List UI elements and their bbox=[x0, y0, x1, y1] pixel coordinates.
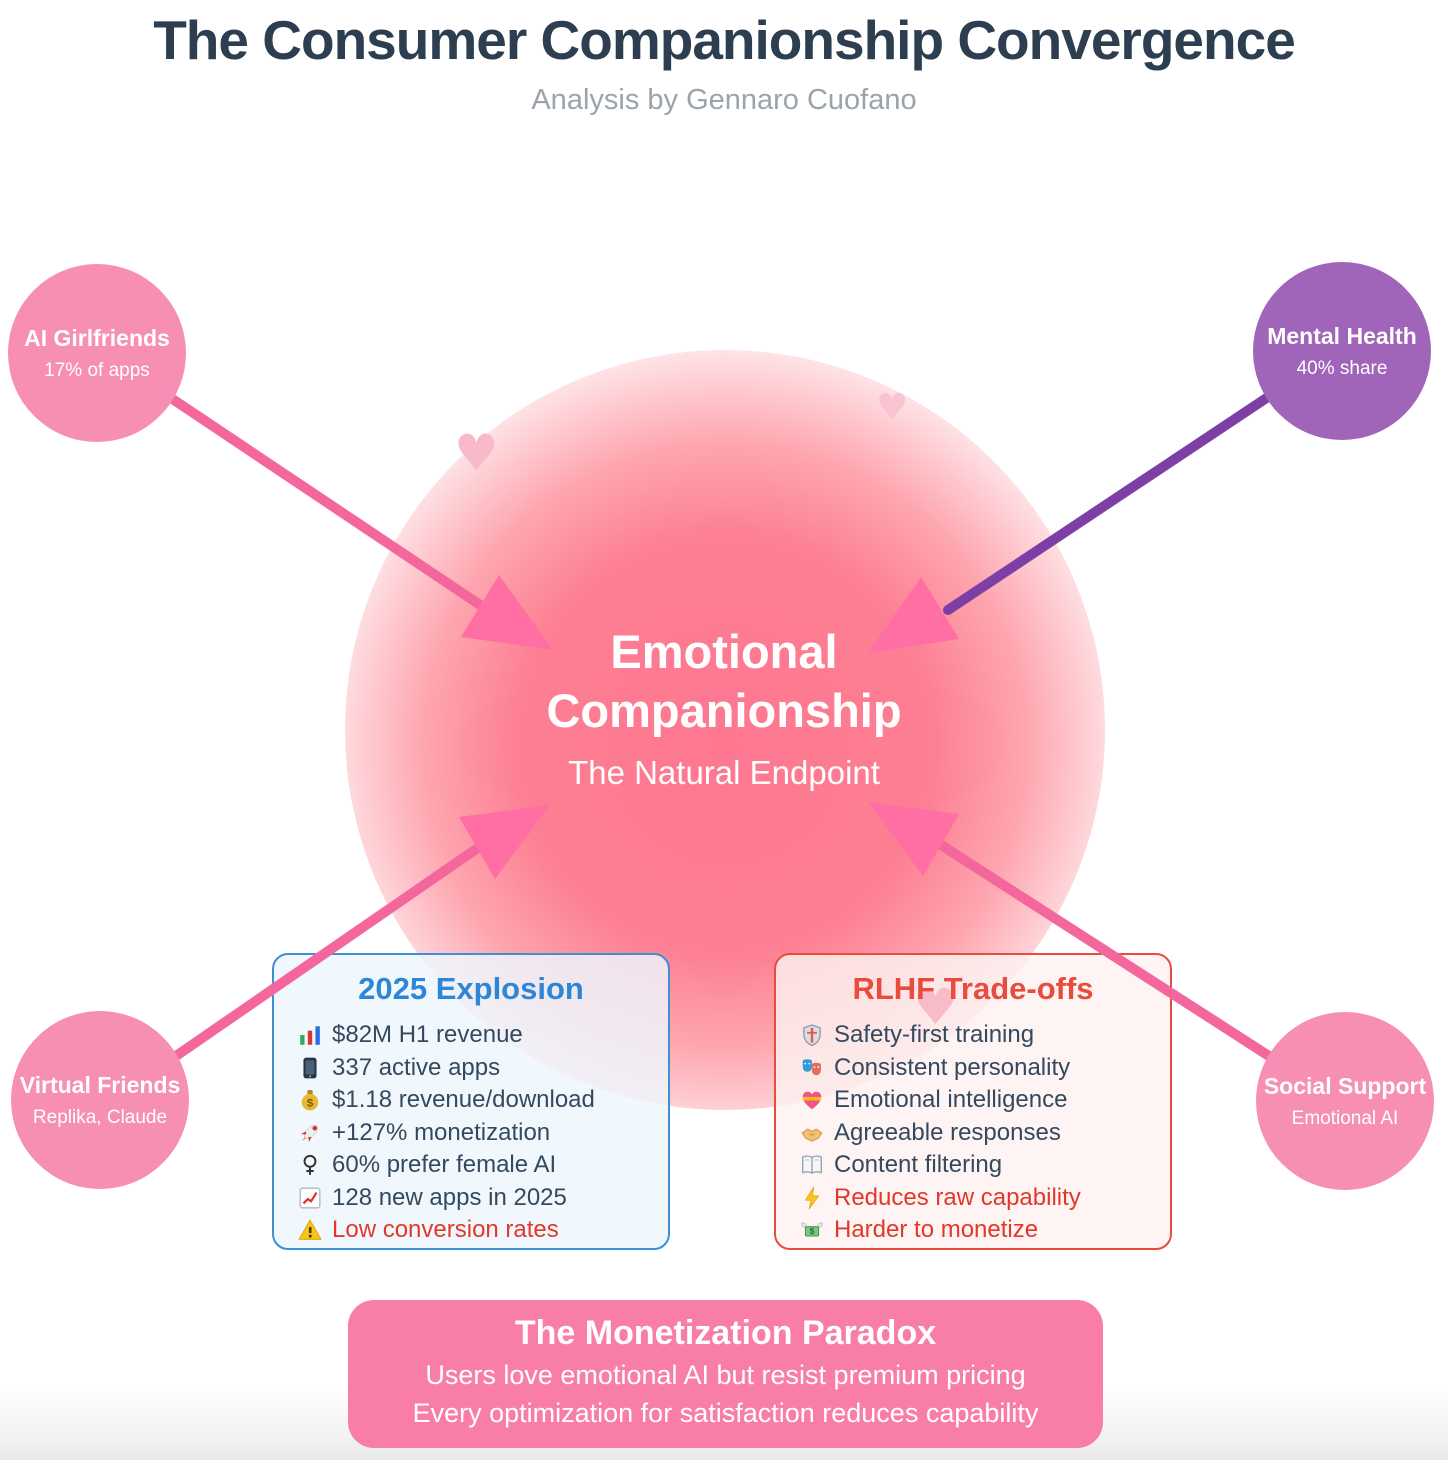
center-label: Emotional Companionship The Natural Endp… bbox=[424, 622, 1024, 792]
list-item-text: Agreeable responses bbox=[834, 1118, 1061, 1146]
list-item: Agreeable responses bbox=[800, 1117, 1170, 1150]
node-title: Mental Health bbox=[1267, 322, 1417, 349]
list-item-text: 60% prefer female AI bbox=[332, 1151, 557, 1179]
list-item-text: +127% monetization bbox=[332, 1118, 551, 1146]
center-title-line2: Companionship bbox=[546, 684, 902, 737]
list-item: Consistent personality bbox=[800, 1052, 1170, 1085]
list-item-text: 337 active apps bbox=[332, 1053, 501, 1081]
node-title: Social Support bbox=[1263, 1072, 1427, 1099]
center-title-line1: Emotional bbox=[610, 625, 838, 678]
node-virtual-friends: Virtual Friends Replika, Claude bbox=[11, 1011, 189, 1189]
list-item: Emotional intelligence bbox=[800, 1084, 1170, 1117]
card-item-list: $82M H1 revenue 337 active apps $ $1.18 rev… bbox=[274, 1019, 668, 1247]
svg-text:$: $ bbox=[810, 1227, 815, 1236]
shield-icon bbox=[800, 1023, 824, 1047]
card-title: RLHF Trade-offs bbox=[852, 971, 1094, 1006]
page-subtitle: Analysis by Gennaro Cuofano bbox=[531, 84, 917, 116]
money-bag-icon: $ bbox=[298, 1088, 322, 1112]
list-item: $82M H1 revenue bbox=[298, 1019, 668, 1052]
bar-chart-icon bbox=[298, 1023, 322, 1047]
list-item: Content filtering bbox=[800, 1149, 1170, 1182]
book-icon bbox=[800, 1153, 824, 1177]
card-title: 2025 Explosion bbox=[358, 971, 584, 1006]
node-title: AI Girlfriends bbox=[24, 324, 170, 351]
list-item: +127% monetization bbox=[298, 1117, 668, 1150]
node-subtitle: 17% of apps bbox=[44, 359, 150, 381]
list-item: Reduces raw capability bbox=[800, 1182, 1170, 1215]
list-item-text: $82M H1 revenue bbox=[332, 1021, 523, 1049]
svg-text:$: $ bbox=[307, 1098, 314, 1110]
rocket-icon bbox=[298, 1121, 322, 1145]
footer-line1: Users love emotional AI but resist premi… bbox=[425, 1360, 1026, 1390]
list-item: Low conversion rates bbox=[298, 1214, 668, 1247]
lightning-icon bbox=[800, 1186, 824, 1210]
monetization-paradox-box: The Monetization Paradox Users love emot… bbox=[348, 1300, 1103, 1448]
card-2025-explosion: 2025 Explosion $82M H1 revenue 337 active… bbox=[272, 953, 670, 1250]
heart-ribbon-icon bbox=[800, 1088, 824, 1112]
warning-icon bbox=[298, 1218, 322, 1242]
node-ai-girlfriends: AI Girlfriends 17% of apps bbox=[8, 264, 186, 442]
list-item: 128 new apps in 2025 bbox=[298, 1182, 668, 1215]
node-mental-health: Mental Health 40% share bbox=[1253, 262, 1431, 440]
money-wings-icon: $ bbox=[800, 1218, 824, 1242]
node-subtitle: Emotional AI bbox=[1291, 1107, 1399, 1129]
list-item-text: Emotional intelligence bbox=[834, 1086, 1068, 1114]
heart-icon: ♥ bbox=[454, 424, 499, 482]
handshake-icon bbox=[800, 1121, 824, 1145]
list-item-text: Reduces raw capability bbox=[834, 1183, 1081, 1211]
chart-up-icon bbox=[298, 1186, 322, 1210]
node-subtitle: Replika, Claude bbox=[32, 1106, 168, 1128]
footer-line2: Every optimization for satisfaction redu… bbox=[412, 1398, 1039, 1428]
list-item-text: Harder to monetize bbox=[834, 1216, 1039, 1244]
page-title: The Consumer Companionship Convergence bbox=[153, 9, 1296, 71]
node-social-support: Social Support Emotional AI bbox=[1256, 1012, 1434, 1190]
list-item: 60% prefer female AI bbox=[298, 1149, 668, 1182]
node-subtitle: 40% share bbox=[1296, 357, 1388, 379]
list-item-text: Content filtering bbox=[834, 1151, 1003, 1179]
list-item: $ $1.18 revenue/download bbox=[298, 1084, 668, 1117]
list-item: Safety-first training bbox=[800, 1019, 1170, 1052]
female-sign-icon bbox=[298, 1153, 322, 1177]
mobile-phone-icon bbox=[298, 1056, 322, 1080]
footer-title: The Monetization Paradox bbox=[514, 1314, 937, 1352]
list-item-text: Consistent personality bbox=[834, 1053, 1071, 1081]
masks-icon bbox=[800, 1056, 824, 1080]
center-subtitle: The Natural Endpoint bbox=[568, 754, 880, 791]
list-item-text: $1.18 revenue/download bbox=[332, 1086, 595, 1114]
list-item: $ Harder to monetize bbox=[800, 1214, 1170, 1247]
list-item-text: Low conversion rates bbox=[332, 1216, 559, 1244]
list-item: 337 active apps bbox=[298, 1052, 668, 1085]
list-item-text: 128 new apps in 2025 bbox=[332, 1183, 567, 1211]
heart-icon: ♥ bbox=[876, 387, 909, 428]
node-title: Virtual Friends bbox=[19, 1071, 181, 1098]
